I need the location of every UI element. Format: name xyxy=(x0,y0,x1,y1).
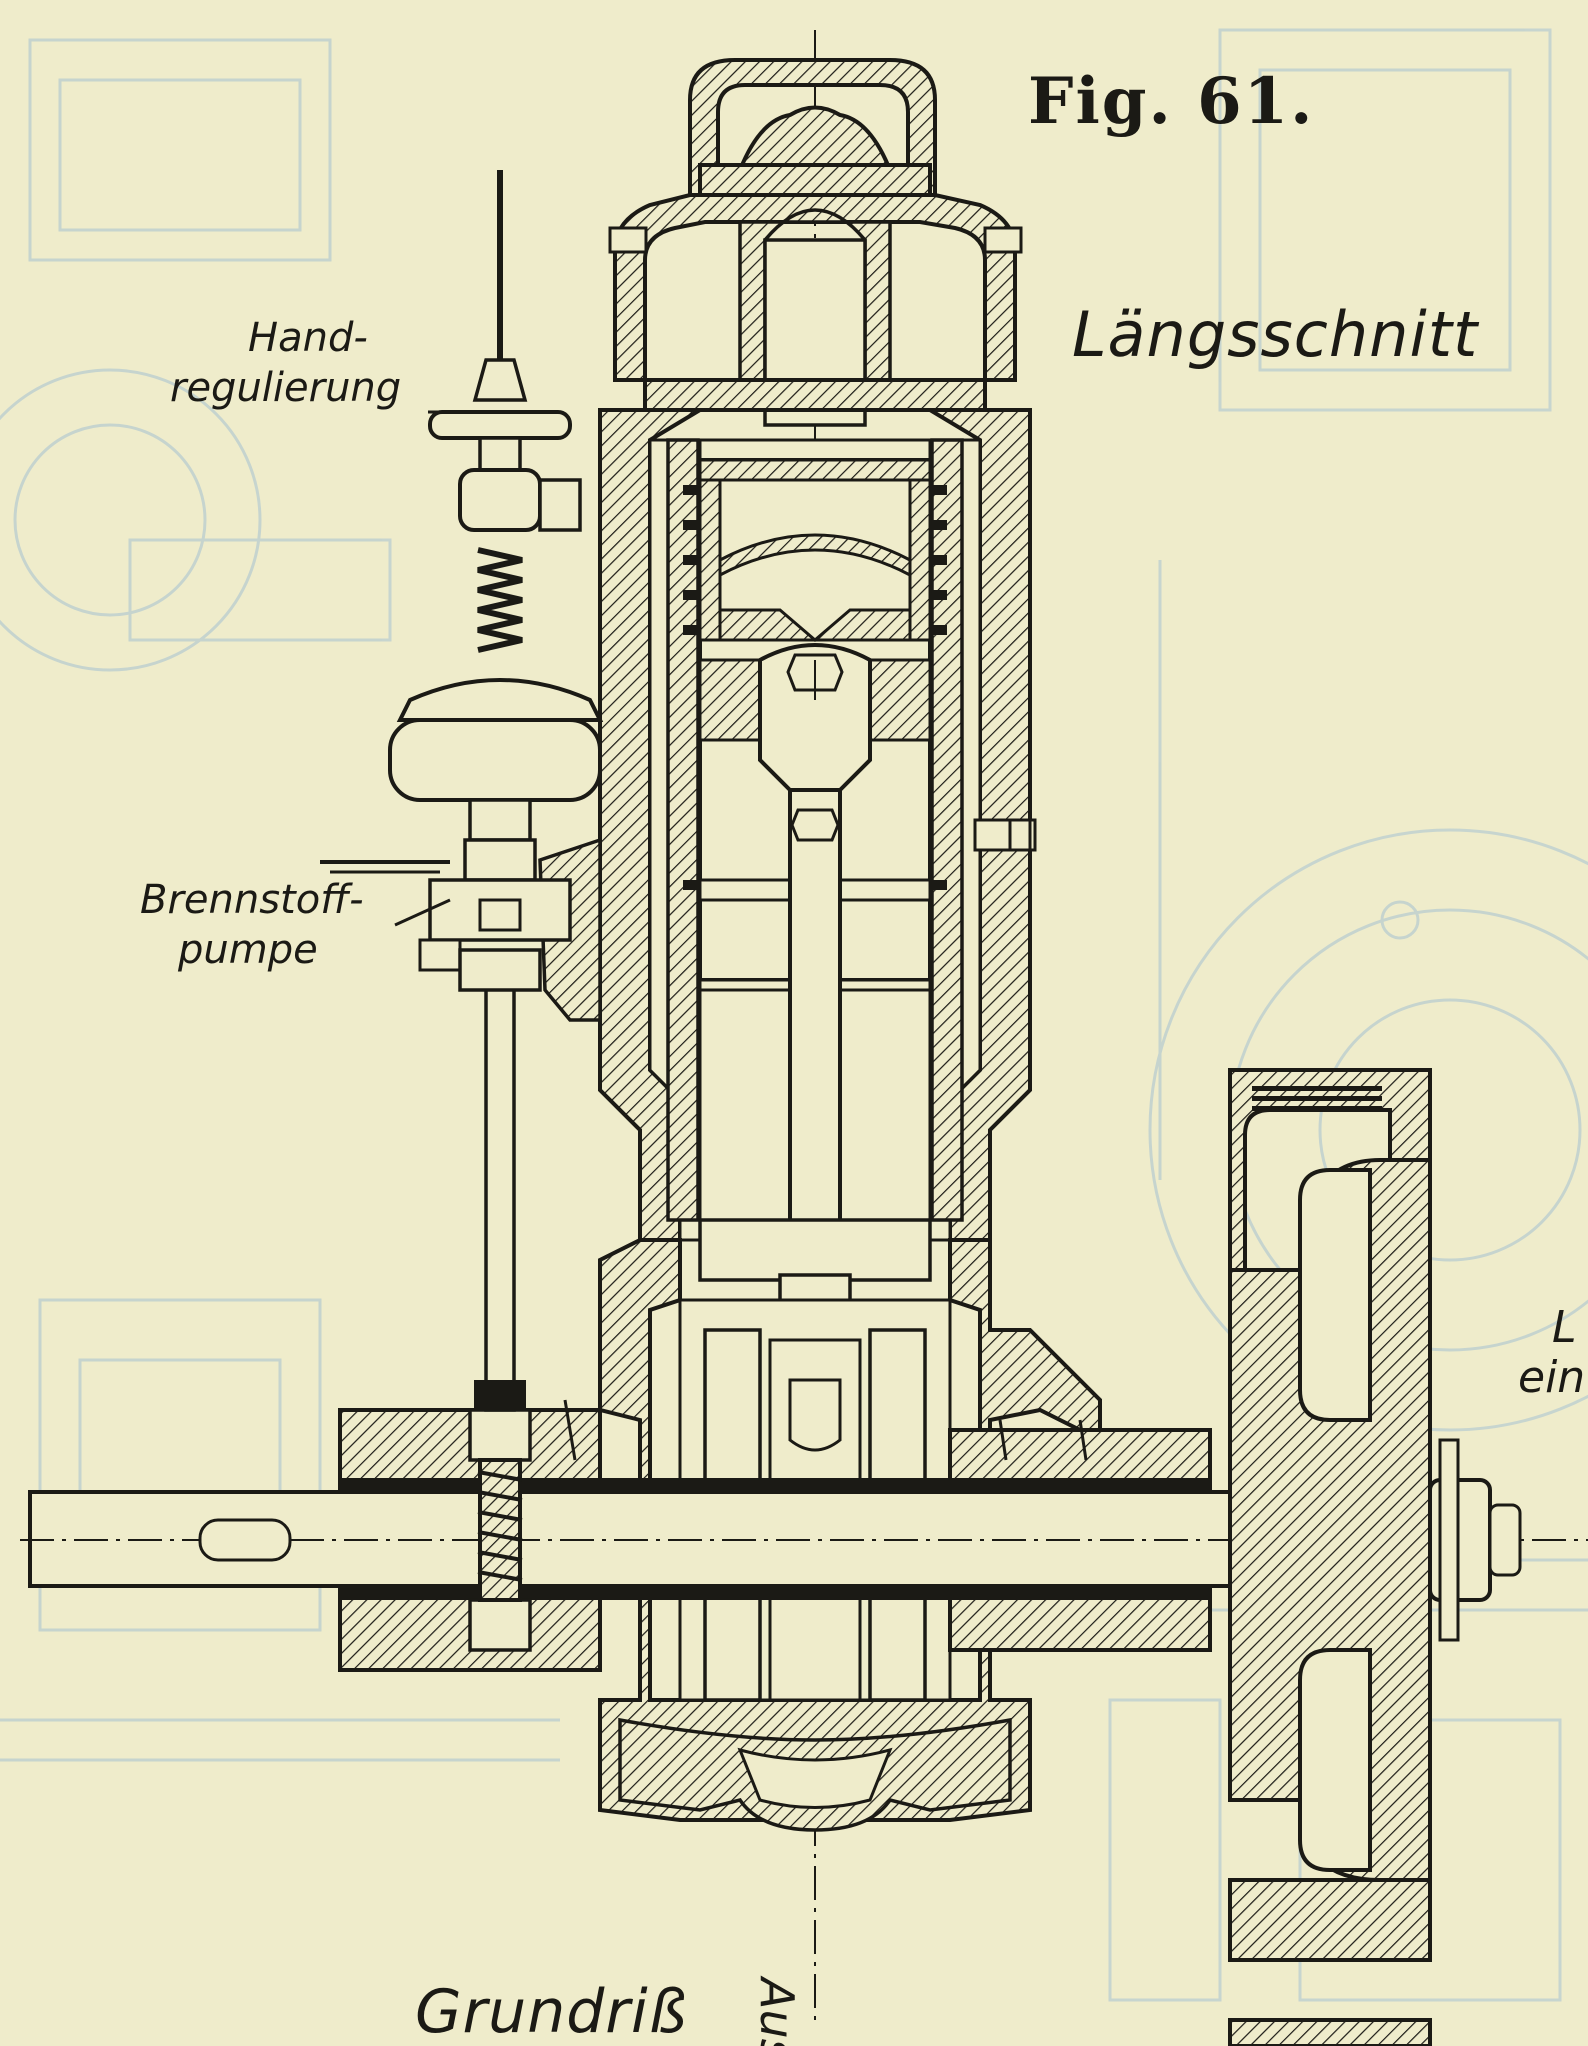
cylinder-head-cap xyxy=(688,58,937,197)
jacket-fittings xyxy=(563,818,1088,1461)
flywheel xyxy=(1228,1068,1432,2046)
right-cut-label-line1: L xyxy=(1552,1302,1577,1353)
hand-regulator xyxy=(428,358,582,653)
hand-regulation-label-line2: regulierung xyxy=(170,365,402,411)
fuel-pump-label-line2: pumpe xyxy=(178,927,318,973)
longitudinal-section-label: Längsschnitt xyxy=(1072,298,1479,371)
cylinder-liner xyxy=(666,438,964,1222)
plan-view-label: Grundriß xyxy=(415,1977,688,2046)
worm-gear xyxy=(468,1408,532,1652)
governor-weight xyxy=(388,678,604,842)
figure-number: Fig. 61. xyxy=(1028,64,1315,139)
hand-regulation-label-line1: Hand- xyxy=(248,315,368,361)
fuel-pump-label-line1: Brennstoff- xyxy=(140,877,364,923)
fuel-pump xyxy=(320,837,602,1022)
label-leaders xyxy=(394,410,458,927)
cylinder-head xyxy=(608,193,1023,427)
crankshaft xyxy=(20,1438,1588,1642)
rotated-fragment-label: Aus xyxy=(750,1978,804,2046)
right-cut-label-line2: ein xyxy=(1518,1352,1586,1403)
